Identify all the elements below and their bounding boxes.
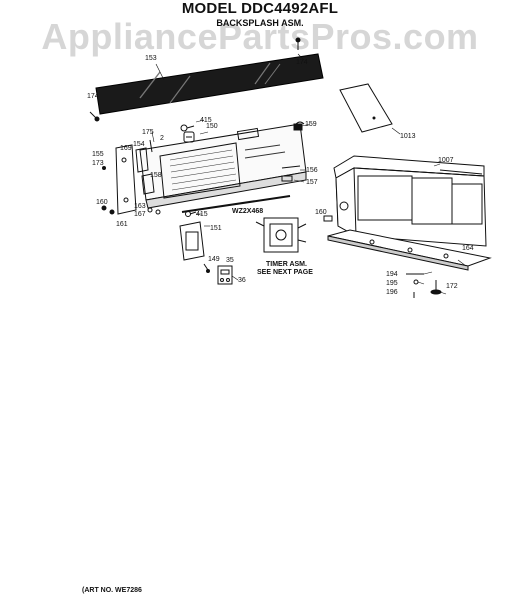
knob-150 xyxy=(183,131,195,143)
diagram-subtitle: BACKSPLASH ASM. xyxy=(216,18,304,28)
part-num-36: 36 xyxy=(238,277,246,284)
screw-175 xyxy=(149,139,153,153)
part-num-195: 195 xyxy=(386,280,398,287)
part-num-2: 2 xyxy=(160,135,164,142)
backsplash-console xyxy=(139,123,307,213)
part-num-161: 161 xyxy=(116,221,128,228)
part-num-1007: 1007 xyxy=(438,157,454,164)
housing-1007 xyxy=(333,155,487,247)
timer-assembly xyxy=(255,217,307,253)
part-num-415-top: 415 xyxy=(200,117,212,124)
part-num-172: 172 xyxy=(446,283,458,290)
watermark: AppliancePartsPros.com xyxy=(41,16,479,57)
part-num-wz2x468: WZ2X468 xyxy=(232,208,263,215)
part-num-157: 157 xyxy=(306,179,318,186)
part-num-150: 150 xyxy=(206,123,218,130)
part-num-194: 194 xyxy=(386,271,398,278)
diagram-title: MODEL DDC4492AFL xyxy=(181,0,339,17)
clip-415-lower xyxy=(185,211,197,217)
cover-1013 xyxy=(339,83,393,133)
part-num-1013: 1013 xyxy=(400,133,416,140)
part-num-154: 154 xyxy=(133,141,145,148)
part-num-163: 163 xyxy=(134,203,146,210)
glass-panel xyxy=(95,53,324,115)
part-num-155: 155 xyxy=(92,151,104,158)
screw-174-left xyxy=(89,111,100,122)
part-num-156: 156 xyxy=(306,167,318,174)
part-num-169: 169 xyxy=(120,145,132,152)
base-164 xyxy=(327,229,492,271)
timer-label-line1: TIMER ASM. xyxy=(266,261,307,268)
leader-lines xyxy=(151,53,467,295)
bracket-154 xyxy=(135,147,149,173)
part-num-175: 175 xyxy=(142,129,154,136)
foot-172 xyxy=(430,280,442,295)
plate-151 xyxy=(179,221,205,261)
latch-158 xyxy=(141,173,155,195)
clip-157 xyxy=(281,175,293,182)
part-num-174-left: 174 xyxy=(87,93,99,100)
part-num-167: 167 xyxy=(134,211,146,218)
part-num-159: 159 xyxy=(305,121,317,128)
parts-194-196 xyxy=(406,273,424,298)
part-num-164: 164 xyxy=(462,245,474,252)
part-num-173: 173 xyxy=(92,160,104,167)
part-num-174-right: 174 xyxy=(296,59,308,66)
bracket-156 xyxy=(281,165,301,169)
screw-149 xyxy=(203,263,210,273)
part-num-149: 149 xyxy=(208,256,220,263)
part-num-196: 196 xyxy=(386,289,398,296)
clip-163 xyxy=(147,207,161,215)
part-num-35: 35 xyxy=(226,257,234,264)
bracket-side xyxy=(115,144,137,215)
screw-174-right xyxy=(295,37,301,50)
switch-35 xyxy=(217,265,233,285)
part-num-415-lower: 415 xyxy=(196,211,208,218)
part-num-160-right: 160 xyxy=(315,209,327,216)
part-num-158: 158 xyxy=(150,172,162,179)
part-num-153: 153 xyxy=(145,55,157,62)
art-number: (ART NO. WE7286 xyxy=(82,587,142,594)
screws-160-161 xyxy=(101,166,115,215)
clip-415-top xyxy=(180,124,195,132)
part-numbers: 153 174 174 415 150 175 159 1013 155 169… xyxy=(87,55,474,296)
timer-label-line2: SEE NEXT PAGE xyxy=(257,269,313,276)
part-num-160-left: 160 xyxy=(96,199,108,206)
clip-160-right xyxy=(323,215,333,222)
part-num-151: 151 xyxy=(210,225,222,232)
spring-159 xyxy=(295,121,305,125)
